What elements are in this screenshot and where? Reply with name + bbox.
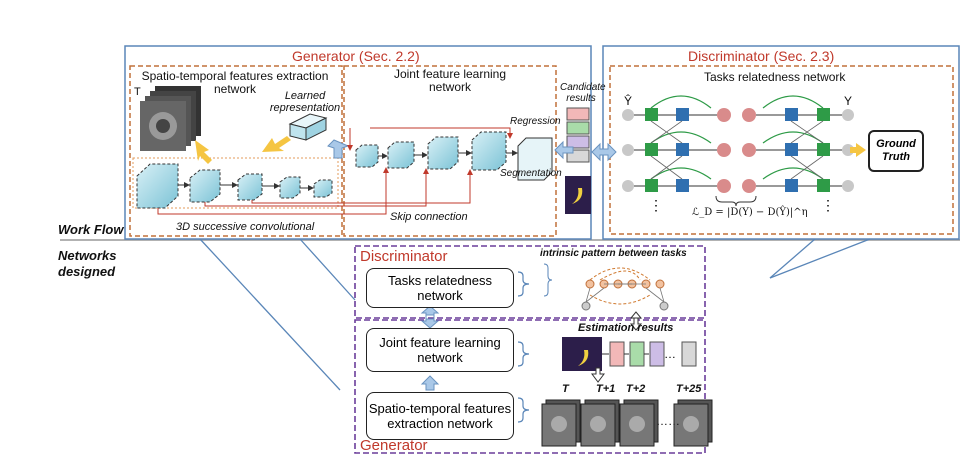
candidate-label: Candidate results bbox=[560, 82, 606, 104]
skip-connections bbox=[157, 127, 513, 215]
frame-label-t1: T+1 bbox=[596, 383, 616, 395]
generator-panel bbox=[354, 319, 706, 454]
frame-label-t25: T+25 bbox=[676, 383, 702, 395]
yellow-arrow-down bbox=[195, 140, 212, 164]
spatio-title: Spatio-temporal features extraction netw… bbox=[141, 69, 329, 96]
generator-frame bbox=[124, 45, 592, 240]
networks-title: Networks designed bbox=[58, 248, 117, 279]
svg-text:⋮: ⋮ bbox=[821, 197, 835, 213]
svg-text:…: … bbox=[664, 347, 676, 361]
spatio-temporal-box: Spatio-temporal features extraction netw… bbox=[366, 392, 514, 440]
relatedness-graph: ⋮ ⋮ bbox=[622, 95, 854, 213]
discriminator-title: Discriminator (Sec. 2.3) bbox=[688, 48, 835, 64]
mri-frames bbox=[541, 399, 713, 447]
arrow-to-candidate bbox=[554, 140, 574, 160]
joint-title: Joint feature learning network bbox=[393, 67, 507, 94]
mri-stack bbox=[140, 86, 201, 151]
frames-ellipsis: …… bbox=[656, 414, 680, 428]
regression-label: Regression bbox=[510, 116, 561, 127]
conv-dotted-box bbox=[132, 157, 339, 209]
callout-line-right bbox=[769, 238, 816, 279]
t-label: T bbox=[134, 86, 141, 98]
generator-title: Generator (Sec. 2.2) bbox=[292, 48, 420, 64]
conv-chain bbox=[136, 163, 333, 209]
estimation-strip: … bbox=[562, 337, 697, 371]
y-hat-label: Ŷ bbox=[624, 94, 633, 108]
blue-arrow-spatio-joint bbox=[327, 139, 350, 159]
learned-representation-cube bbox=[288, 113, 328, 141]
generator-panel-label: Generator bbox=[360, 437, 428, 454]
joint-feature-box: Joint feature learning network bbox=[366, 328, 514, 372]
brackets bbox=[517, 271, 530, 423]
discriminator-panel-label: Discriminator bbox=[360, 248, 448, 265]
arrow-to-discriminator bbox=[591, 142, 617, 162]
skip-caption: Skip connection bbox=[390, 211, 468, 223]
yellow-arrow-up bbox=[262, 136, 291, 152]
learned-representation-label: Learned representation bbox=[269, 90, 341, 114]
joint-chain bbox=[355, 131, 553, 181]
estimation-label: Estimation results bbox=[578, 322, 674, 334]
callout-line-left bbox=[199, 238, 341, 391]
discriminator-frame bbox=[602, 45, 960, 240]
loss-formula: ℒ_D = |D(Y) − D(Ŷ)|^η bbox=[692, 207, 808, 218]
discriminator-panel bbox=[354, 245, 706, 319]
intrinsic-label: intrinsic pattern between tasks bbox=[540, 248, 687, 259]
ground-truth-box: Ground Truth bbox=[868, 130, 924, 172]
frames-up-arrow bbox=[591, 367, 605, 383]
tasks-relatedness-box: Tasks relatedness network bbox=[366, 268, 514, 308]
frame-label-t2: T+2 bbox=[626, 383, 646, 395]
intrinsic-graph bbox=[543, 263, 669, 311]
arrow-tasks-joint bbox=[420, 305, 440, 329]
frame-label-t: T bbox=[562, 383, 569, 395]
callout-line-right-2 bbox=[769, 238, 871, 279]
ground-truth-arrow bbox=[850, 143, 866, 157]
segmentation-label: Segmentation bbox=[500, 168, 562, 179]
relatedness-title: Tasks relatedness network bbox=[704, 70, 846, 84]
callout-line-left-2 bbox=[299, 238, 356, 301]
candidate-results-stack bbox=[565, 107, 591, 214]
svg-text:⋮: ⋮ bbox=[649, 197, 663, 213]
workflow-title: Work Flow bbox=[58, 222, 124, 237]
arrow-spatio-joint bbox=[420, 375, 440, 391]
y-label: Y bbox=[844, 94, 853, 108]
conv-caption: 3D successive convolutional bbox=[176, 221, 315, 233]
double-arrow-down bbox=[629, 317, 643, 331]
